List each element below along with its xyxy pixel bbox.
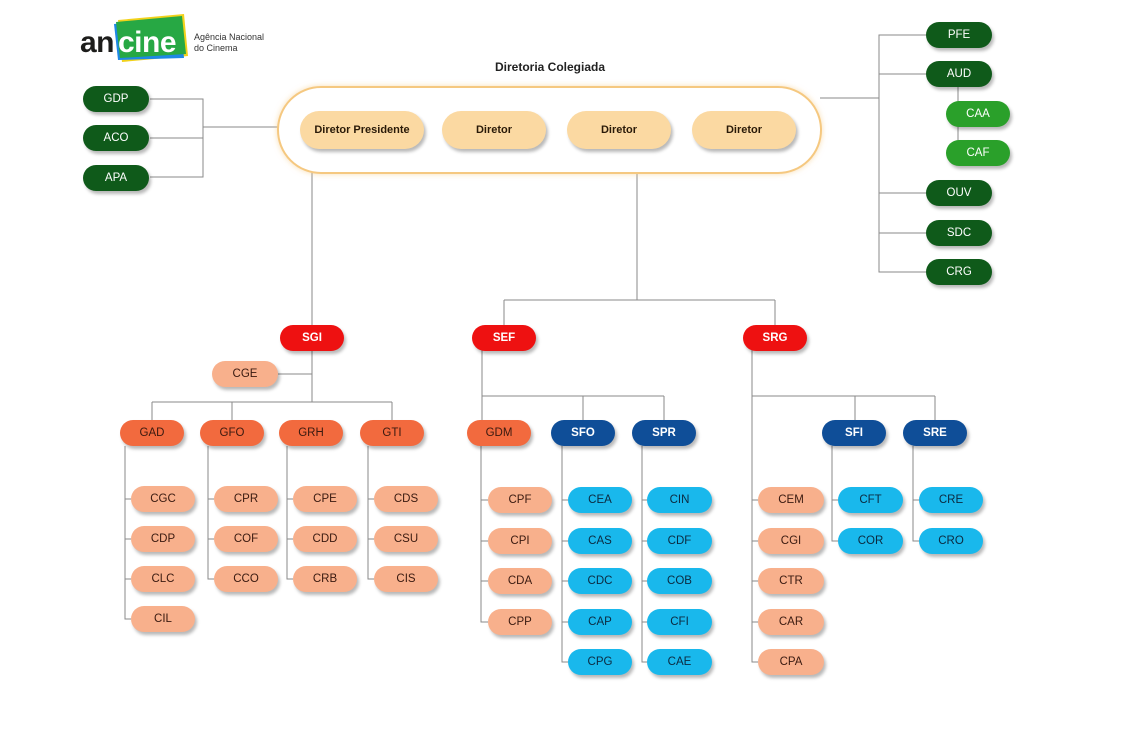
unit-pfe: PFE [926,22,992,48]
unit-caa: CAA [946,101,1010,127]
unit-cem: CEM [758,487,824,513]
board-member-director-3: Diretor [692,111,796,149]
unit-cdc: CDC [568,568,632,594]
management-gfo: GFO [200,420,264,446]
secretariat-srg: SRG [743,325,807,351]
unit-cfi: CFI [647,609,712,635]
unit-cdp: CDP [131,526,195,552]
unit-cge: CGE [212,361,278,387]
management-gdm: GDM [467,420,531,446]
unit-cft: CFT [838,487,903,513]
unit-cpg: CPG [568,649,632,675]
logo-mark-icon [114,14,188,62]
unit-cpr: CPR [214,486,278,512]
unit-cgi: CGI [758,528,824,554]
unit-cre: CRE [919,487,983,513]
management-sre: SRE [903,420,967,446]
unit-cpp: CPP [488,609,552,635]
logo-subtitle-line1: Agência Nacional [194,32,265,42]
ancine-logo: an cine Agência Nacional do Cinema [80,12,280,68]
unit-cpa: CPA [758,649,824,675]
unit-csu: CSU [374,526,438,552]
unit-crg: CRG [926,259,992,285]
management-grh: GRH [279,420,343,446]
unit-cil: CIL [131,606,195,632]
logo-highlight: cine [118,26,177,59]
unit-cae: CAE [647,649,712,675]
board-title: Diretoria Colegiada [494,60,606,74]
unit-gdp: GDP [83,86,149,112]
unit-cdd: CDD [293,526,357,552]
secretariat-sef: SEF [472,325,536,351]
unit-cco: CCO [214,566,278,592]
management-spr: SPR [632,420,696,446]
unit-cob: COB [647,568,712,594]
unit-cis: CIS [374,566,438,592]
management-sfi: SFI [822,420,886,446]
unit-cds: CDS [374,486,438,512]
board-member-director-2: Diretor [567,111,671,149]
unit-cdf: CDF [647,528,712,554]
unit-car: CAR [758,609,824,635]
unit-cin: CIN [647,487,712,513]
unit-ctr: CTR [758,568,824,594]
unit-aco: ACO [83,125,149,151]
unit-clc: CLC [131,566,195,592]
unit-sdc: SDC [926,220,992,246]
unit-cof: COF [214,526,278,552]
secretariat-sgi: SGI [280,325,344,351]
management-gti: GTI [360,420,424,446]
board-member-president: Diretor Presidente [300,111,424,149]
management-gad: GAD [120,420,184,446]
unit-crb: CRB [293,566,357,592]
unit-apa: APA [83,165,149,191]
unit-cap: CAP [568,609,632,635]
unit-aud: AUD [926,61,992,87]
unit-cgc: CGC [131,486,195,512]
unit-cpf: CPF [488,487,552,513]
unit-cas: CAS [568,528,632,554]
board-member-director-1: Diretor [442,111,546,149]
unit-cpi: CPI [488,528,552,554]
unit-cpe: CPE [293,486,357,512]
unit-cea: CEA [568,487,632,513]
unit-cor: COR [838,528,903,554]
unit-cda: CDA [488,568,552,594]
unit-caf: CAF [946,140,1010,166]
logo-subtitle-line2: do Cinema [194,43,238,53]
unit-cro: CRO [919,528,983,554]
logo-prefix: an [80,26,115,59]
management-sfo: SFO [551,420,615,446]
unit-ouv: OUV [926,180,992,206]
